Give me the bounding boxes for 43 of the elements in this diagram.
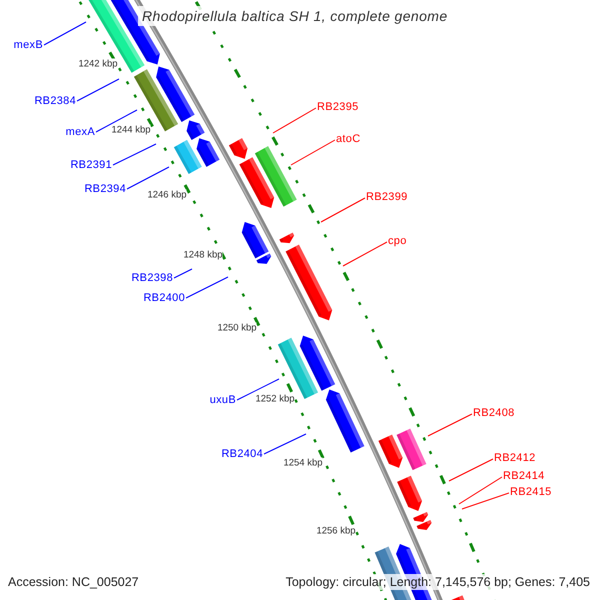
leader-line — [290, 140, 336, 166]
tick-label: 1254 kbp — [283, 458, 323, 468]
tick-label: 1252 kbp — [255, 394, 295, 404]
tick-label: 1250 kbp — [217, 322, 257, 334]
gene-label: RB2415 — [510, 486, 552, 498]
leader-line — [264, 434, 306, 454]
tick-label: 1246 kbp — [147, 190, 187, 200]
leader-line — [448, 458, 494, 482]
gene-label: RB2399 — [366, 190, 408, 204]
leader-line — [186, 276, 228, 298]
leader-line — [428, 414, 472, 436]
gene-label: RB2384 — [34, 94, 76, 108]
gene-label: RB2394 — [84, 182, 126, 196]
gene-label: RB2395 — [317, 100, 359, 114]
gene-label: RB2408 — [473, 406, 515, 420]
leader-line — [320, 198, 366, 222]
leader-line — [458, 476, 502, 504]
tick-label: 1242 kbp — [78, 58, 118, 70]
tick-label: 1248 kbp — [183, 250, 223, 260]
leader-line — [76, 78, 120, 102]
leader-line — [44, 22, 86, 46]
gene-label: uxuB — [210, 394, 236, 406]
leader-line — [126, 166, 170, 190]
gene-label: atoC — [336, 132, 360, 146]
leader-line — [236, 378, 280, 400]
leader-line — [96, 110, 138, 132]
leader-line — [462, 492, 510, 510]
gene-label: RB2412 — [494, 452, 536, 464]
leader-line — [112, 144, 156, 166]
leader-line — [342, 242, 388, 266]
gene-label: RB2414 — [503, 470, 545, 482]
gene-label: RB2404 — [221, 448, 263, 460]
gene-label: mexB — [14, 38, 43, 52]
accession-text: Accession: NC_005027 — [6, 574, 141, 590]
gene-label: RB2398 — [131, 272, 173, 284]
gene-label: RB2391 — [70, 158, 112, 172]
gene-label: cpo — [388, 234, 407, 248]
leader-line — [174, 268, 192, 278]
leader-line — [272, 108, 316, 134]
gene-label: RB2400 — [143, 292, 185, 304]
gene-label: mexA — [66, 126, 95, 138]
tick-label: 1244 kbp — [111, 124, 151, 136]
tick-label: 1256 kbp — [316, 526, 356, 536]
